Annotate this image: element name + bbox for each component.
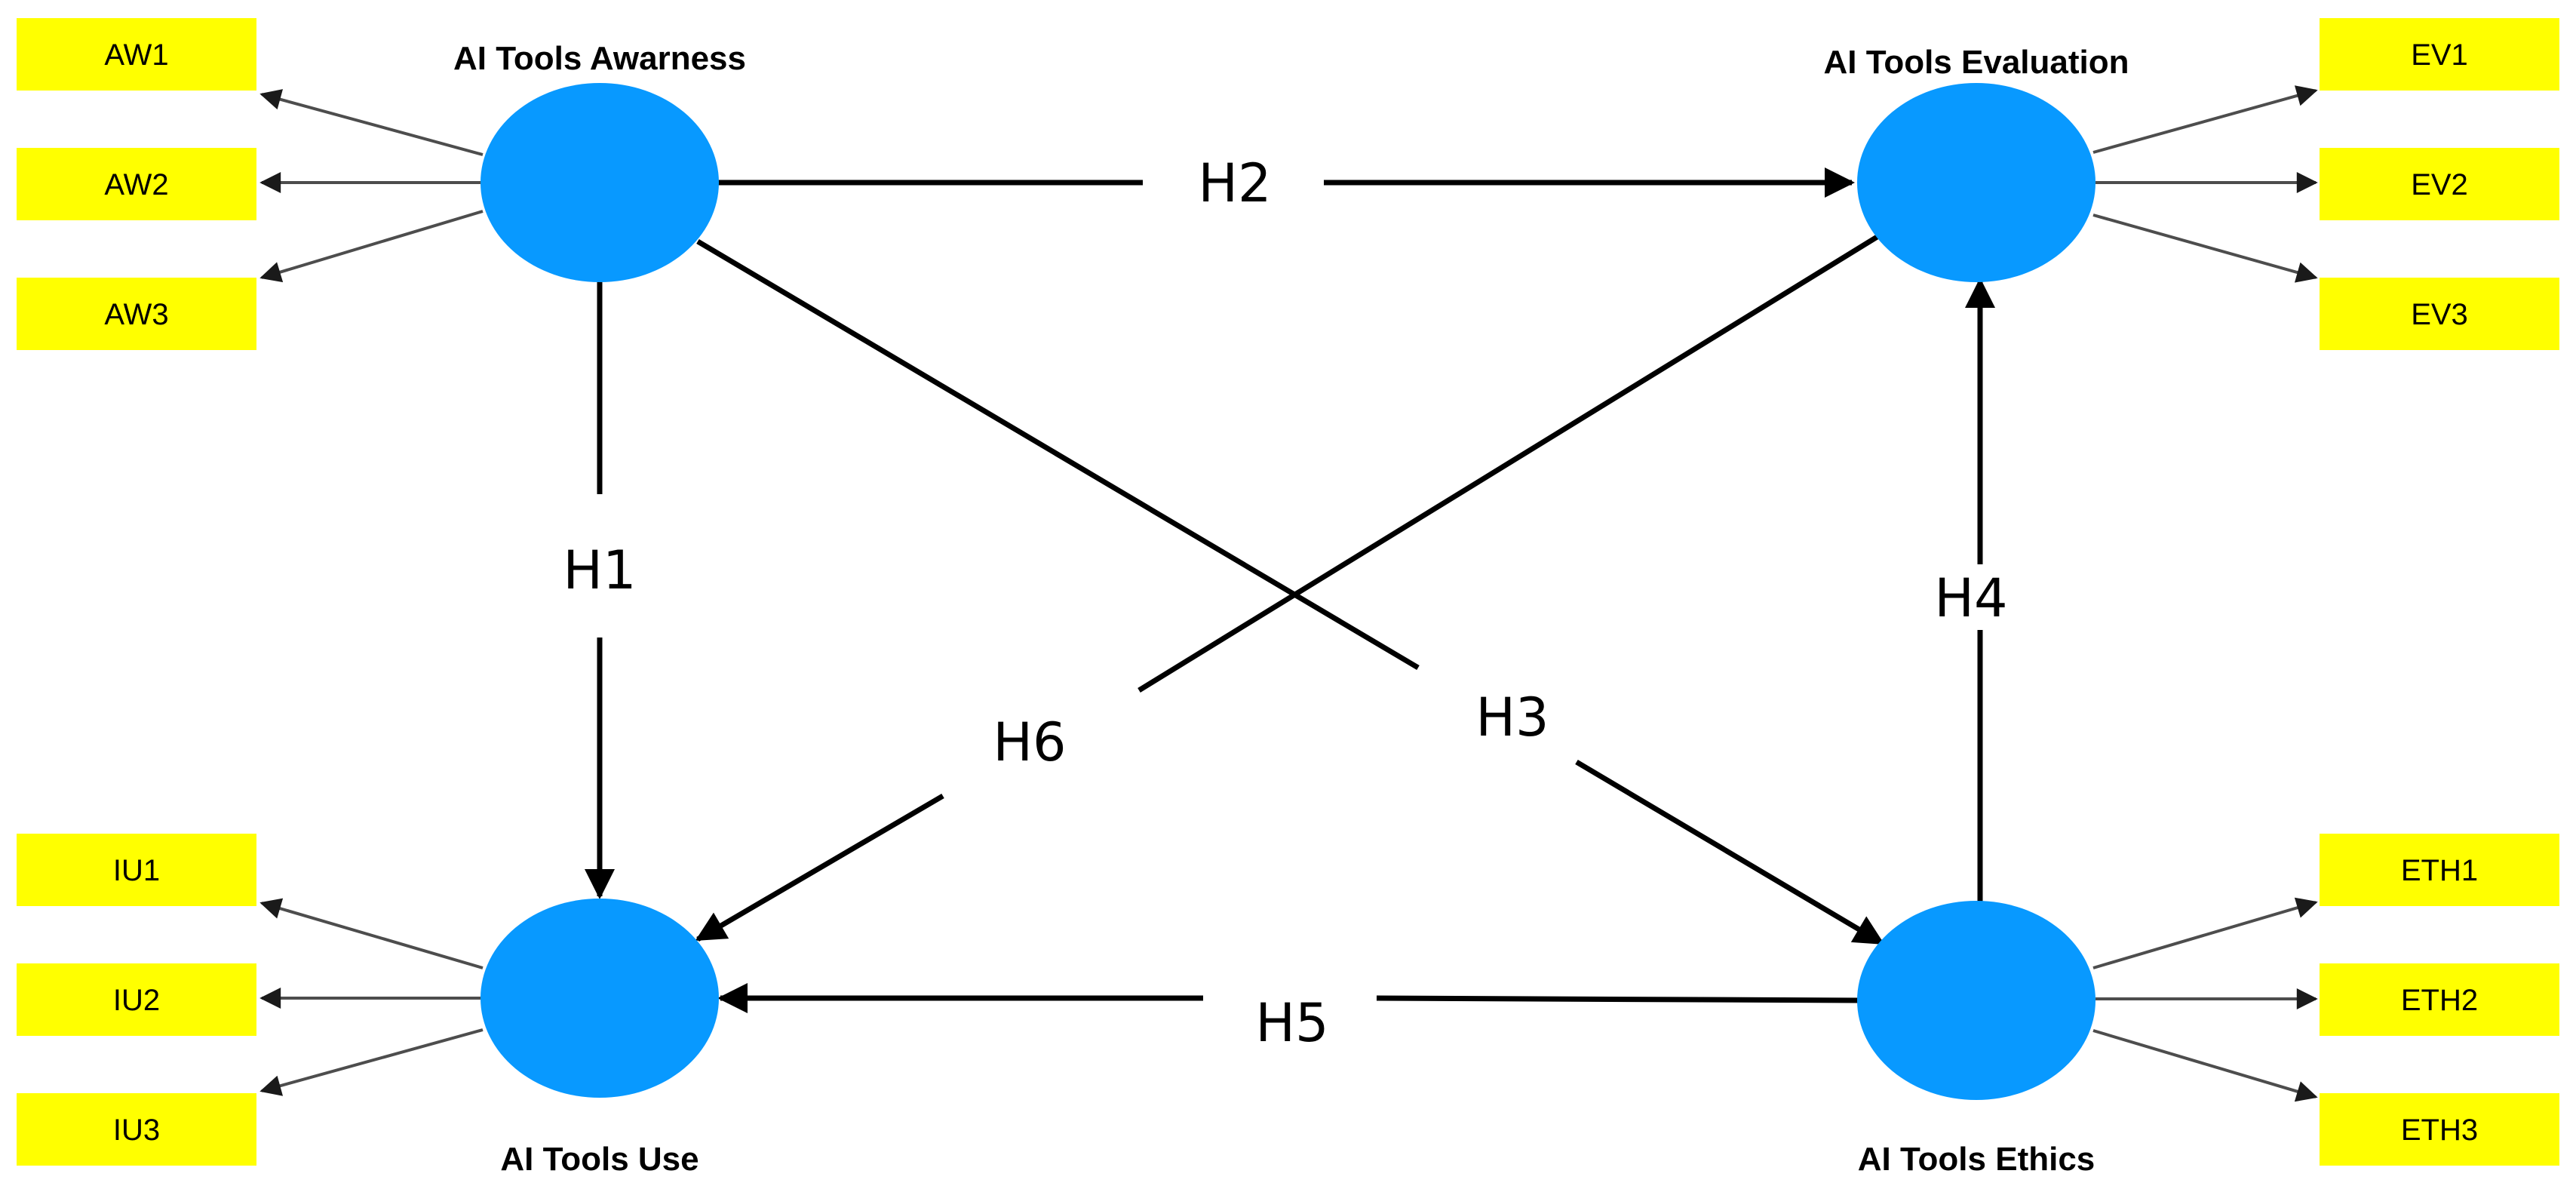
indicator-label-aw2: AW2 bbox=[104, 168, 168, 201]
indicator-box-iu3[interactable] bbox=[17, 1093, 256, 1166]
indicator-label-eth1: ETH1 bbox=[2401, 854, 2478, 887]
indicator-box-ev1[interactable] bbox=[2320, 18, 2559, 91]
construct-ethics[interactable] bbox=[1857, 901, 2095, 1100]
indicator-label-ev3: EV3 bbox=[2411, 298, 2468, 331]
h6-path-lower bbox=[695, 793, 944, 942]
hypothesis-label-h4: H4 bbox=[1934, 567, 2007, 629]
arrow-to-iu3 bbox=[259, 1028, 484, 1096]
indicator-box-iu1[interactable] bbox=[17, 834, 256, 906]
construct-evaluation[interactable] bbox=[1857, 83, 2095, 282]
awareness-indicators: AW1 AW2 AW3 bbox=[17, 18, 256, 350]
indicator-box-eth3[interactable] bbox=[2320, 1093, 2559, 1166]
indicator-box-aw1[interactable] bbox=[17, 18, 256, 91]
evaluation-indicators: EV1 EV2 EV3 bbox=[2320, 18, 2559, 350]
hypothesis-label-h1: H1 bbox=[563, 539, 636, 601]
structural-paths bbox=[585, 167, 1995, 1013]
indicator-label-aw1: AW1 bbox=[104, 38, 168, 72]
hypothesis-label-h2: H2 bbox=[1198, 152, 1271, 214]
hypothesis-labels: H1 H2 H3 H4 H5 H6 bbox=[563, 152, 2007, 1054]
use-indicators: IU1 IU2 IU3 bbox=[17, 834, 256, 1166]
indicator-label-aw3: AW3 bbox=[104, 298, 168, 331]
arrow-to-aw3 bbox=[259, 210, 484, 283]
indicator-label-eth3: ETH3 bbox=[2401, 1114, 2478, 1147]
hypothesis-label-h6: H6 bbox=[993, 711, 1066, 773]
ethics-indicators: ETH1 ETH2 ETH3 bbox=[2320, 834, 2559, 1166]
indicator-box-ev2[interactable] bbox=[2320, 148, 2559, 220]
ethics-measurement-arrows bbox=[2092, 897, 2318, 1102]
arrow-to-eth3 bbox=[2092, 1029, 2318, 1102]
construct-nodes bbox=[481, 83, 2095, 1100]
indicator-box-ev3[interactable] bbox=[2320, 278, 2559, 350]
indicator-box-aw2[interactable] bbox=[17, 148, 256, 220]
indicator-label-ev2: EV2 bbox=[2411, 168, 2468, 201]
construct-label-awareness: AI Tools Awarness bbox=[453, 40, 746, 77]
construct-label-ethics: AI Tools Ethics bbox=[1858, 1141, 2095, 1178]
evaluation-measurement-arrows bbox=[2092, 85, 2318, 283]
construct-labels: AI Tools Awarness AI Tools Evaluation AI… bbox=[453, 40, 2129, 1178]
indicator-label-iu2: IU2 bbox=[113, 984, 160, 1017]
arrow-to-iu1 bbox=[259, 898, 484, 969]
indicator-box-iu2[interactable] bbox=[17, 963, 256, 1036]
arrow-to-ev1 bbox=[2092, 85, 2318, 154]
awareness-measurement-arrows bbox=[259, 89, 484, 283]
indicator-box-eth2[interactable] bbox=[2320, 963, 2559, 1036]
hypothesis-label-h5: H5 bbox=[1255, 992, 1328, 1054]
arrow-to-ev3 bbox=[2092, 214, 2318, 283]
construct-label-evaluation: AI Tools Evaluation bbox=[1823, 44, 2129, 81]
arrow-to-aw1 bbox=[259, 89, 484, 156]
indicator-label-iu1: IU1 bbox=[113, 854, 160, 887]
h3-path-upper bbox=[696, 238, 1420, 671]
construct-label-use: AI Tools Use bbox=[500, 1141, 698, 1178]
use-measurement-arrows bbox=[259, 898, 484, 1096]
indicator-box-eth1[interactable] bbox=[2320, 834, 2559, 906]
h6-path-upper bbox=[1138, 232, 1884, 693]
construct-use[interactable] bbox=[481, 899, 719, 1098]
indicator-label-iu3: IU3 bbox=[113, 1114, 160, 1147]
h5-path-right bbox=[1376, 995, 1860, 1003]
indicator-label-ev1: EV1 bbox=[2411, 38, 2468, 72]
h3-path-lower bbox=[1575, 759, 1885, 946]
indicator-label-eth2: ETH2 bbox=[2401, 984, 2478, 1017]
construct-awareness[interactable] bbox=[481, 83, 719, 282]
hypothesis-label-h3: H3 bbox=[1475, 687, 1549, 748]
indicator-box-aw3[interactable] bbox=[17, 278, 256, 350]
arrow-to-eth1 bbox=[2092, 897, 2318, 969]
